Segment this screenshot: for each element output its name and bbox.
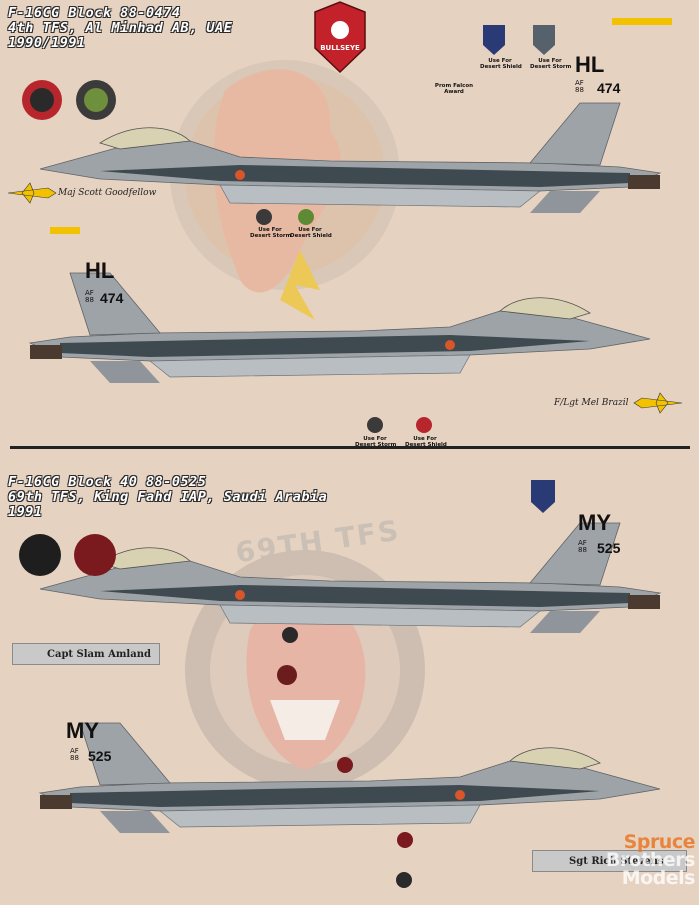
- bullseye-badge: [314, 1, 366, 74]
- tail-code-top-1: HL: [575, 52, 605, 77]
- yellow-jet-right: [633, 392, 683, 414]
- taf-shield-patch: [483, 25, 555, 513]
- 335th-tfs-patch: [76, 80, 116, 120]
- bottom-header-line-1: F-16CG Block 40 88-0525: [8, 474, 207, 490]
- bottom-header-line-2: 69th TFS, King Fahd IAP, Saudi Arabia: [8, 489, 328, 505]
- bullseye-emblem-background: [170, 60, 400, 320]
- tail-code-bottom-2: MY: [66, 718, 99, 743]
- spruce-brothers-watermark: Spruce Brothers Models: [605, 831, 696, 889]
- tail-year-label: 88: [575, 86, 584, 94]
- tail-number-bottom-1: 525: [597, 540, 621, 556]
- watermark-line-2: Brothers: [605, 849, 696, 871]
- tail-af-label: AF: [578, 539, 587, 547]
- tail-year-label: 88: [85, 296, 94, 304]
- pilot-name-top-right: F/Lgt Mel Brazil: [554, 398, 629, 408]
- yellow-jet-left: [7, 182, 57, 204]
- tail-year-label: 88: [70, 754, 79, 762]
- 4th-tfs-patch: [22, 80, 62, 120]
- top-header-line-2: 4th TFS, Al Minhad AB, UAE: [8, 20, 233, 36]
- tail-stripe-top-1: [612, 18, 672, 25]
- tail-code-bottom-1: MY: [578, 510, 611, 535]
- bottom-profile-header: F-16CG Block 40 88-0525 69th TFS, King F…: [8, 475, 327, 520]
- tail-year-label: 88: [578, 546, 587, 554]
- tail-number-top-1: 474: [597, 80, 621, 96]
- tail-number-bottom-2: 525: [88, 748, 112, 764]
- tiny-insignia: [256, 209, 432, 888]
- 69th-tfs-patches: [19, 534, 116, 576]
- tail-stripe-top-2: [50, 227, 80, 234]
- top-profile-header: F-16CG Block 88-0474 4th TFS, Al Minhad …: [8, 6, 232, 51]
- profile-separator: [10, 446, 690, 449]
- tail-af-label: AF: [70, 747, 79, 755]
- watermark-line-3: Models: [621, 867, 696, 889]
- top-header-line-1: F-16CG Block 88-0474: [8, 5, 181, 21]
- tail-number-top-2: 474: [100, 290, 124, 306]
- bullseye-badge-text: BULLSEYE: [320, 44, 360, 52]
- bottom-header-line-3: 1991: [8, 504, 43, 520]
- pilot-name-plate-left: Capt Slam Amland: [12, 643, 160, 665]
- pilot-name-top-left: Maj Scott Goodfellow: [58, 188, 157, 198]
- tail-af-label: AF: [85, 289, 94, 297]
- top-header-line-3: 1990/1991: [8, 35, 86, 51]
- watermark-line-1: Spruce: [623, 831, 696, 853]
- tail-af-label: AF: [575, 79, 584, 87]
- pilot-name-plate-right: Sgt Rich Stevens: [532, 850, 687, 872]
- tail-code-top-2: HL: [85, 258, 115, 283]
